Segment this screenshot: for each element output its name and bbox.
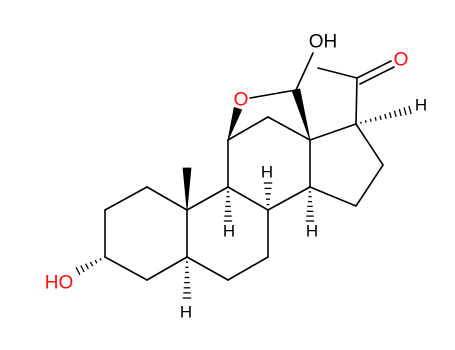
bond-c17-c16 xyxy=(355,123,384,166)
hashed-bond-c3-hydroxyl-stroke-4 xyxy=(85,263,89,270)
hydrogen-c14-label: H xyxy=(306,222,318,241)
bond-c15-c14 xyxy=(309,186,357,207)
ring-oxygen-label: O xyxy=(234,90,249,111)
hashed-bond-layer xyxy=(75,105,412,299)
hashed-bond-c3-hydroxyl-stroke-2 xyxy=(94,259,98,264)
ketone-oxygen-label: O xyxy=(394,50,409,71)
hashed-bond-c17-hydrogen-stroke-8 xyxy=(393,110,397,118)
bond-c18-hydroxyl xyxy=(295,52,314,91)
bond-c3-c4 xyxy=(104,256,148,281)
bond-c17-c20 xyxy=(355,77,358,125)
bond-c7-c6 xyxy=(227,256,269,281)
hashed-bond-c3-hydroxyl-stroke-1 xyxy=(99,257,102,261)
bond-c20-ketone-oxygen-a xyxy=(356,60,392,79)
hydrogen-c9-label: H xyxy=(223,222,235,241)
bond-c11-c12 xyxy=(227,116,269,141)
bond-c16-c15 xyxy=(355,164,384,207)
hydrogen-c5-label: H xyxy=(180,303,192,322)
wedge-bond-layer xyxy=(182,88,311,211)
hashed-bond-c3-hydroxyl-stroke-3 xyxy=(89,261,94,267)
hashed-bond-c9-hydrogen xyxy=(223,191,233,222)
hashed-bond-c17-hydrogen-stroke-2 xyxy=(364,120,367,123)
hashed-bond-c17-hydrogen xyxy=(360,105,412,124)
hydroxyl-left-label: HO xyxy=(45,273,74,294)
bond-c20-ketone-oxygen-b xyxy=(359,66,395,85)
bond-c4-c5 xyxy=(146,256,188,281)
atom-labels: OH O O HO H H H H H xyxy=(45,32,427,322)
hashed-bond-c17-hydrogen-stroke-5 xyxy=(379,115,382,120)
hydroxyl-top-label: OH xyxy=(309,32,338,53)
bond-ring-oxygen-c18 xyxy=(249,89,297,99)
bond-c6-c5 xyxy=(186,256,229,281)
hashed-bond-c17-hydrogen-stroke-4 xyxy=(374,116,377,121)
hashed-bond-c17-hydrogen-stroke-11 xyxy=(408,105,412,115)
hashed-bond-c17-hydrogen-stroke-6 xyxy=(384,113,387,119)
hashed-bond-c3-hydroxyl-stroke-6 xyxy=(75,267,81,275)
wedge-bond-c13-c18 xyxy=(291,88,311,141)
bond-c10-c1 xyxy=(146,186,188,211)
hashed-bond-c5-hydrogen xyxy=(182,261,192,299)
wedge-bond-c10-methyl xyxy=(182,167,192,211)
hashed-bond-c17-hydrogen-stroke-7 xyxy=(388,112,392,119)
bond-layer xyxy=(104,52,395,281)
bond-c14-c8 xyxy=(267,186,311,211)
hydrogen-c17-label: H xyxy=(415,96,427,115)
bond-c10-c9 xyxy=(186,186,229,211)
hashed-bond-c17-hydrogen-stroke-3 xyxy=(369,118,372,122)
bond-c9-c8 xyxy=(227,186,269,211)
hashed-bond-c14-hydrogen xyxy=(305,191,315,222)
hydrogen-c8-label: H xyxy=(261,163,273,182)
bond-c13-c17 xyxy=(309,123,357,141)
bond-c20-c21 xyxy=(317,67,358,79)
hashed-bond-c8-hydrogen xyxy=(263,182,273,206)
hashed-bond-c3-hydroxyl-stroke-5 xyxy=(80,265,85,273)
hashed-bond-c17-hydrogen-stroke-10 xyxy=(403,107,407,116)
wedge-bond-c11-oxygen xyxy=(227,107,243,141)
bond-c1-c2 xyxy=(104,186,148,211)
hashed-bond-c17-hydrogen-stroke-9 xyxy=(398,108,402,117)
hashed-bond-c3-hydroxyl xyxy=(75,257,102,275)
bond-c12-c13 xyxy=(267,116,311,141)
